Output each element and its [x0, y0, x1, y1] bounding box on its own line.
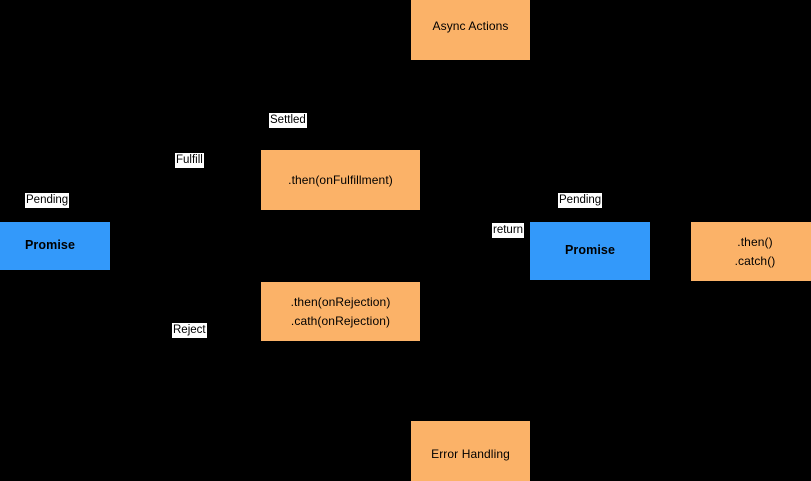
- edge-label-reject: Reject: [172, 323, 207, 338]
- promise-initial-node[interactable]: Promise: [0, 222, 110, 270]
- promise-initial-node-label-0: Promise: [24, 238, 76, 253]
- error-handling-node[interactable]: Error Handling: [411, 421, 530, 481]
- then-catch-on-rejection-node-label-0: .then(onRejection): [290, 294, 391, 309]
- promise-returned-node-label-0: Promise: [564, 243, 616, 258]
- edge-label-return: return: [492, 223, 525, 238]
- edge-label-pending-right: Pending: [558, 193, 603, 208]
- then-on-fulfillment-node-label-0: .then(onFulfillment): [288, 172, 393, 187]
- edge-label-settled: Settled: [269, 113, 307, 128]
- then-catch-on-rejection-node[interactable]: .then(onRejection) .cath(onRejection): [261, 282, 420, 341]
- edge-label-fulfill: Fulfill: [175, 153, 204, 168]
- error-handling-node-label-0: Error Handling: [431, 447, 510, 462]
- async-actions-node-label-0: Async Actions: [432, 19, 509, 34]
- edge-label-pending-left: Pending: [25, 193, 70, 208]
- then-catch-chained-node-label-1: .catch(): [734, 253, 776, 268]
- promise-returned-node[interactable]: Promise: [530, 222, 650, 280]
- then-on-fulfillment-node[interactable]: .then(onFulfillment): [261, 150, 420, 210]
- async-actions-node[interactable]: Async Actions: [411, 0, 530, 60]
- then-catch-chained-node[interactable]: .then() .catch(): [691, 222, 811, 281]
- then-catch-on-rejection-node-label-1: .cath(onRejection): [290, 313, 391, 328]
- then-catch-chained-node-label-0: .then(): [737, 234, 773, 249]
